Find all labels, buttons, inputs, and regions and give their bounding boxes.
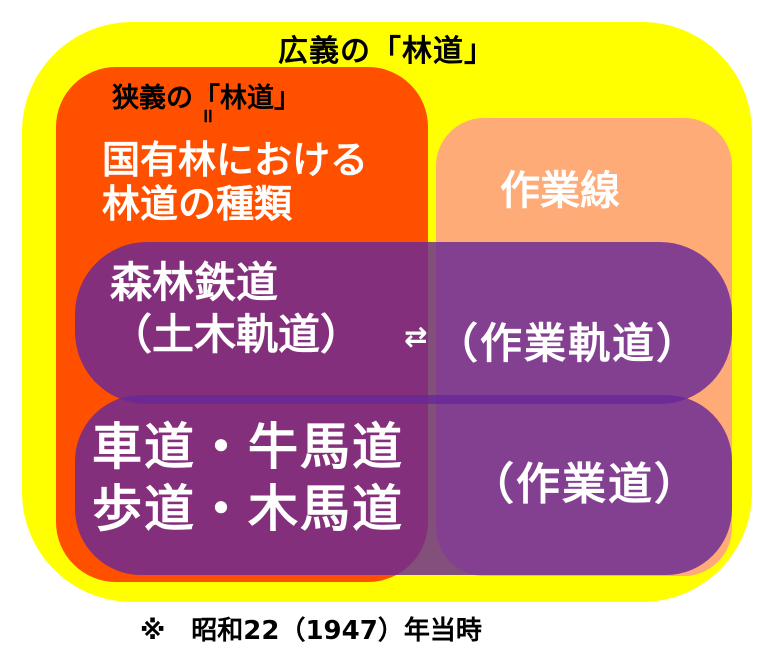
national-forest-line-2: 林道の種類 [102,182,293,226]
forest-railway-band [75,242,732,404]
narrow-forest-road-title: 狭義の「林道」 [112,83,301,114]
road-types-line-2: 歩道・木馬道 [92,480,404,538]
work-road-label: （作業道） [470,459,700,510]
exchange-arrow-icon: ⇄ [404,320,428,353]
road-types-label: 車道・牛馬道 歩道・木馬道 [92,416,404,540]
national-forest-road-types-label: 国有林における 林道の種類 [102,138,368,226]
equals-symbol: = [196,107,221,125]
national-forest-line-1: 国有林における [102,138,369,182]
forest-railway-line-1: 森林鉄道 [110,258,279,307]
road-types-line-1: 車道・牛馬道 [92,418,404,476]
forest-railway-line-2: （土木軌道） [110,310,363,359]
forest-railway-label: 森林鉄道 （土木軌道） [110,257,362,361]
road-band [75,395,732,575]
footnote: ※ 昭和22（1947）年当時 [140,616,482,646]
work-track-label: （作業軌道） [436,319,701,368]
work-lines-label: 作業線 [500,168,620,214]
broad-forest-road-title: 広義の「林道」 [278,34,495,69]
